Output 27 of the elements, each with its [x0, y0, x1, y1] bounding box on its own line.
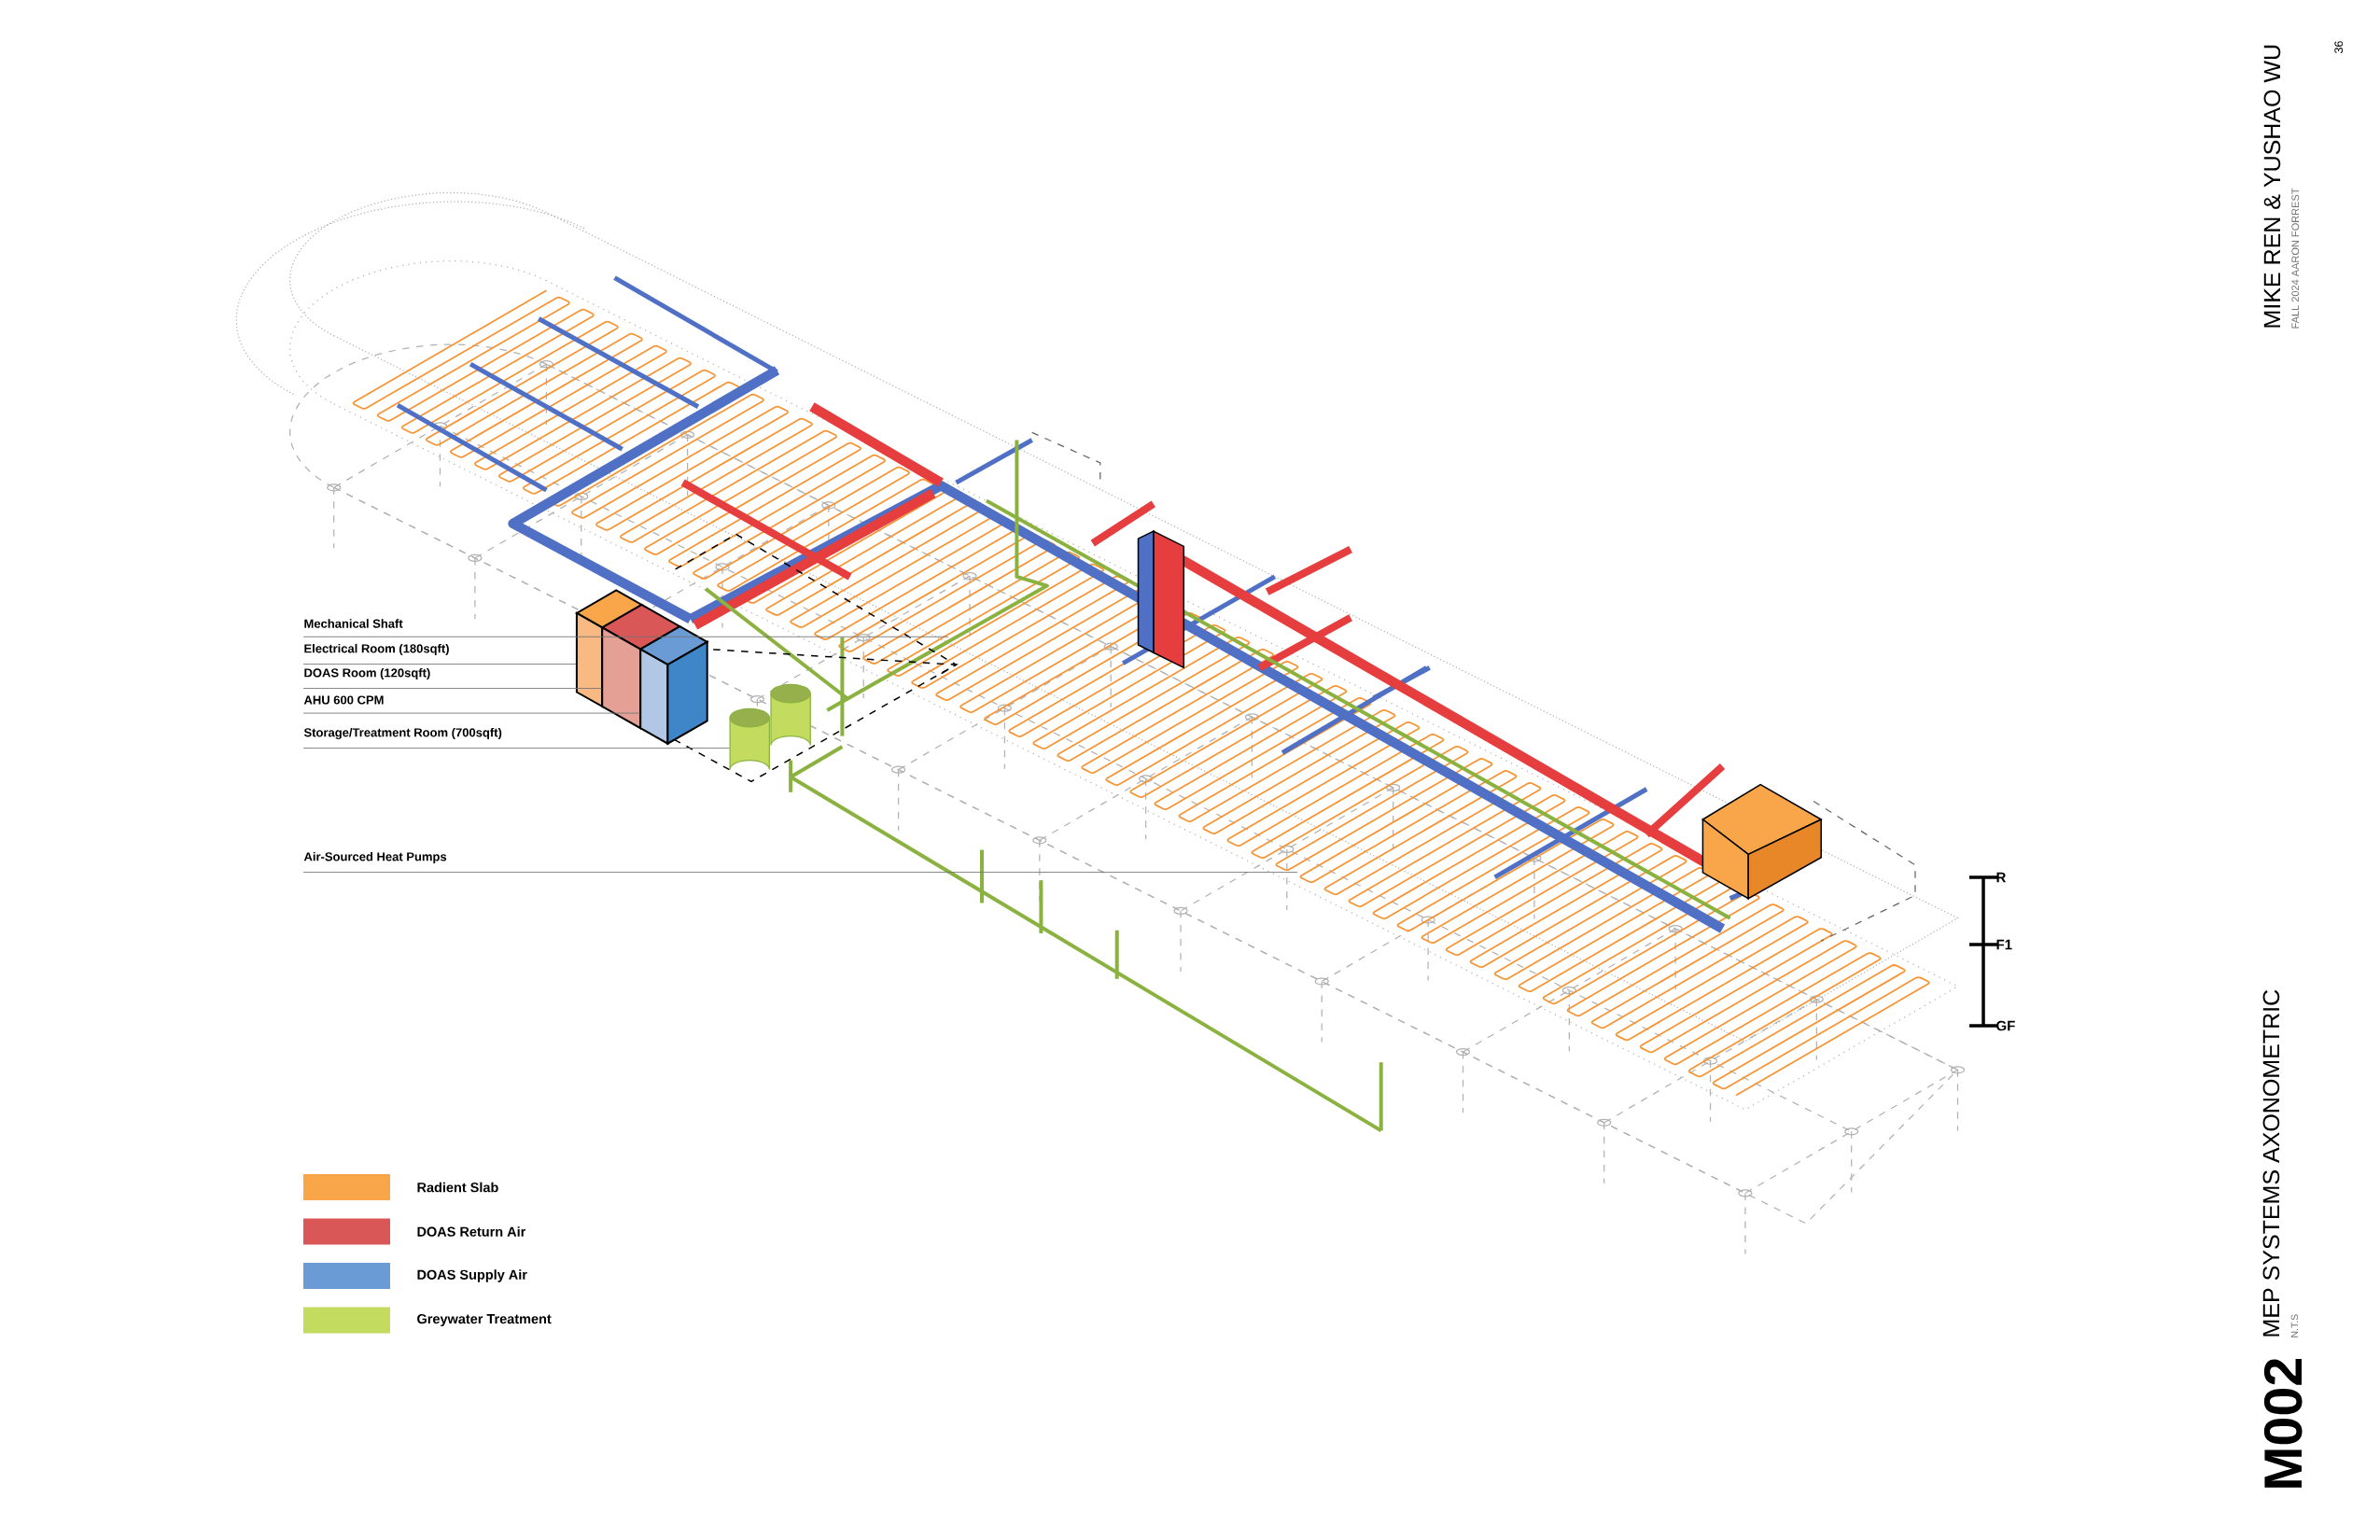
- legend-label: Radient Slab: [417, 1182, 498, 1193]
- callout-label: AHU 600 CPM: [303, 695, 384, 705]
- storage-tank: [770, 683, 811, 746]
- page-number: 36: [2334, 41, 2344, 53]
- course-note: FALL 2024 AARON FORREST: [2291, 188, 2300, 329]
- callout-label: Mechanical Shaft: [304, 619, 403, 628]
- legend-label: DOAS Supply Air: [417, 1269, 527, 1282]
- level-label: R: [1996, 872, 2007, 883]
- legend-label: DOAS Return Air: [417, 1226, 526, 1237]
- callout-label: Electrical Room (180sqft): [304, 643, 449, 656]
- leader-line: [302, 712, 641, 714]
- callout-label: Storage/Treatment Room (700sqft): [303, 727, 502, 740]
- leader-line: [302, 636, 949, 637]
- scale-note: N.T.S: [2290, 1314, 2299, 1337]
- leader-line: [302, 748, 731, 749]
- legend-label: Greywater Treatment: [417, 1313, 552, 1327]
- sheet-number: M002: [2263, 1359, 2303, 1488]
- level-label: GF: [1996, 1020, 2015, 1031]
- leader-line: [302, 872, 1298, 873]
- leader-line: [302, 664, 577, 665]
- storage-tank: [729, 707, 771, 771]
- callout-label: DOAS Room (120sqft): [304, 667, 430, 680]
- level-label: F1: [1996, 939, 2012, 950]
- leader-line: [302, 688, 603, 689]
- callout-label: Air-Sourced Heat Pumps: [303, 851, 447, 864]
- sheet-title: MEP SYSTEMS AXONOMETRIC: [2262, 989, 2280, 1337]
- author-names: MIKE REN & YUSHAO WU: [2263, 45, 2281, 328]
